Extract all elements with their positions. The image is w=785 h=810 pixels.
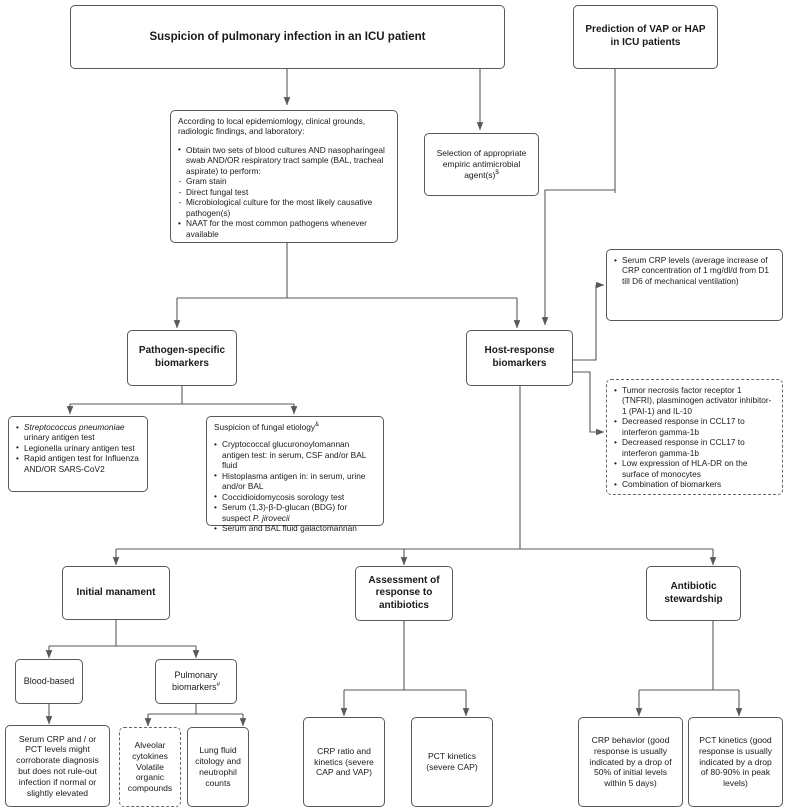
list-item: Decreased response in CCL17 to interfero… — [614, 416, 775, 437]
list-item: Serum and BAL fluid galactomannan — [214, 523, 376, 534]
node-assessment-label: Assessment of response to antibiotics — [368, 574, 440, 611]
node-pct-kinetics-cap[interactable]: PCT kinetics (severe CAP) — [411, 717, 493, 807]
fungal-superscript: & — [315, 422, 319, 429]
node-initial-management[interactable]: Initial manament — [62, 566, 170, 620]
list-item: Direct fungal test — [178, 187, 390, 198]
node-crp-behavior-label: CRP behavior (good response is usually i… — [589, 734, 672, 789]
pulmonary-superscript: # — [216, 680, 221, 688]
node-pct-kinetics-cap-label: PCT kinetics (severe CAP) — [426, 751, 478, 772]
node-host-response[interactable]: Host-response biomarkers — [466, 330, 573, 386]
node-stewardship-label: Antibiotic stewardship — [664, 580, 723, 605]
list-item: Gram stain — [178, 176, 390, 187]
node-empiric-label: Selection of appropriate empiric antimic… — [436, 148, 527, 180]
diagnostics-lead: According to local epidemiomlogy, clinic… — [178, 116, 366, 137]
node-empiric[interactable]: Selection of appropriate empiric antimic… — [424, 133, 539, 196]
node-fungal[interactable]: Suspicion of fungal etiology& Cryptococc… — [206, 416, 384, 533]
node-serum-crp-pct-label: Serum CRP and / or PCT levels might corr… — [16, 733, 99, 798]
node-blood-based[interactable]: Blood-based — [15, 659, 83, 704]
list-item: Microbiological culture for the most lik… — [178, 197, 390, 218]
node-crp-ratio[interactable]: CRP ratio and kinetics (severe CAP and V… — [303, 717, 385, 807]
node-initial-management-label: Initial manament — [76, 586, 156, 598]
list-item: Tumor necrosis factor receptor 1 (TNFRI)… — [614, 384, 775, 416]
edge-host-to-crp-levels — [573, 281, 605, 361]
list-item: Decreased response in CCL17 to interfero… — [614, 437, 775, 458]
node-suspicion[interactable]: Suspicion of pulmonary infection in an I… — [70, 5, 505, 69]
node-pathogen-specific[interactable]: Pathogen-specific biomarkers — [127, 330, 237, 386]
node-lung-fluid[interactable]: Lung fluid citology and neutrophil count… — [187, 727, 249, 807]
list-item: Coccidioidomycosis sorology test — [214, 491, 376, 502]
node-lung-fluid-label: Lung fluid citology and neutrophil count… — [195, 745, 241, 788]
node-alveolar-label: Alveolar cytokines Volatile organic comp… — [127, 739, 173, 794]
list-item: NAAT for the most common pathogens whene… — [178, 218, 390, 239]
fungal-lead: Suspicion of fungal etiology& — [214, 422, 319, 432]
list-item: Cryptococcal glucuronoylomannan antigen … — [214, 439, 376, 470]
list-item: Obtain two sets of blood cultures AND na… — [178, 144, 390, 176]
node-pct-kinetics-peak[interactable]: PCT kinetics (good response is usually i… — [688, 717, 783, 807]
node-host-markers[interactable]: Tumor necrosis factor receptor 1 (TNFRI)… — [606, 379, 783, 495]
list-item: Combination of biomarkers — [614, 479, 775, 490]
host-markers-list: Tumor necrosis factor receptor 1 (TNFRI)… — [614, 384, 775, 490]
node-stewardship[interactable]: Antibiotic stewardship — [646, 566, 741, 621]
list-item: Histoplasma antigen in: in serum, urine … — [214, 470, 376, 492]
list-item: Serum (1,3)-β-D-glucan (BDG) for suspect… — [214, 502, 376, 523]
diagnostics-list: Obtain two sets of blood cultures AND na… — [178, 144, 390, 239]
node-crp-levels[interactable]: Serum CRP levels (average increase of CR… — [606, 249, 783, 321]
pathogen-tests-list: Streptococcus pneumoniae urinary antigen… — [16, 422, 140, 474]
crp-levels-list: Serum CRP levels (average increase of CR… — [614, 254, 775, 286]
node-suspicion-label: Suspicion of pulmonary infection in an I… — [149, 30, 426, 43]
node-pct-kinetics-peak-label: PCT kinetics (good response is usually i… — [698, 734, 773, 789]
node-blood-based-label: Blood-based — [23, 675, 75, 686]
empiric-superscript: $ — [495, 169, 499, 177]
edge-prediction-to-host — [541, 189, 615, 326]
node-pulmonary-biomarkers-label: Pulmonary biomarkers# — [171, 670, 221, 692]
node-pulmonary-biomarkers[interactable]: Pulmonary biomarkers# — [155, 659, 237, 704]
list-item: Serum CRP levels (average increase of CR… — [614, 254, 775, 286]
list-item: Streptococcus pneumoniae urinary antigen… — [16, 422, 140, 443]
node-pathogen-specific-label: Pathogen-specific biomarkers — [138, 345, 226, 369]
node-crp-behavior[interactable]: CRP behavior (good response is usually i… — [578, 717, 683, 807]
node-pathogen-tests[interactable]: Streptococcus pneumoniae urinary antigen… — [8, 416, 148, 492]
node-prediction-label: Prediction of VAP or HAP in ICU patients — [585, 24, 706, 48]
list-item: Legionella urinary antigen test — [16, 442, 140, 453]
edge-host-to-host-markers — [573, 371, 605, 436]
node-host-response-label: Host-response biomarkers — [484, 345, 555, 369]
node-serum-crp-pct[interactable]: Serum CRP and / or PCT levels might corr… — [5, 725, 110, 807]
node-diagnostics[interactable]: According to local epidemiomlogy, clinic… — [170, 110, 398, 243]
node-prediction[interactable]: Prediction of VAP or HAP in ICU patients — [573, 5, 718, 69]
node-assessment[interactable]: Assessment of response to antibiotics — [355, 566, 453, 621]
fungal-list: Cryptococcal glucuronoylomannan antigen … — [214, 439, 376, 534]
list-item: Rapid antigen test for Influenza AND/OR … — [16, 453, 140, 474]
node-crp-ratio-label: CRP ratio and kinetics (severe CAP and V… — [314, 745, 374, 778]
list-item: Low expression of HLA-DR on the surface … — [614, 458, 775, 479]
node-alveolar[interactable]: Alveolar cytokines Volatile organic comp… — [119, 727, 181, 807]
